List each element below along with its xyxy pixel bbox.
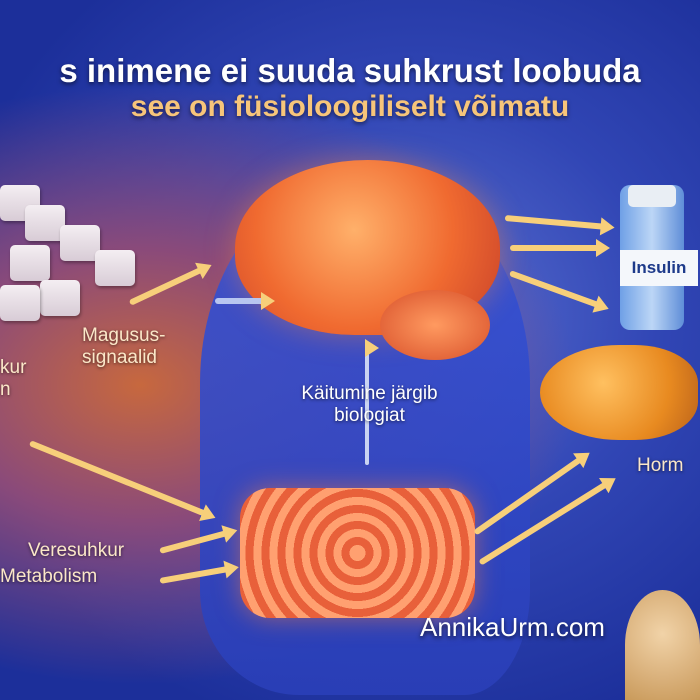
author-photo (625, 590, 700, 700)
sugar-cube (60, 225, 100, 261)
arrow-icon (128, 266, 204, 306)
arrow-icon (28, 440, 208, 517)
page-title: s inimene ei suuda suhkrust loobuda (59, 52, 641, 89)
arrow-icon (215, 292, 275, 310)
website-link[interactable]: AnnikaUrm.com (420, 612, 605, 642)
behavior-label: Käitumine järgib biologiat (262, 383, 477, 427)
left-cut-line2: n (0, 379, 11, 400)
left-cut-label: kur n (0, 357, 26, 401)
vertical-arrow (365, 339, 379, 465)
metabolism-label: Metabolism (0, 566, 98, 587)
arrow-icon (510, 239, 610, 257)
sugar-cube (0, 285, 40, 321)
vial-cap (628, 185, 676, 207)
arrow-icon (504, 215, 605, 230)
behavior-line1: Käitumine järgib (301, 383, 438, 404)
sugar-cube (25, 205, 65, 241)
page-subtitle: see on füsioloogiliselt võimatu (130, 90, 570, 123)
sweet-signals-line2: signaalid (82, 347, 157, 368)
behavior-line2: biologiat (334, 405, 405, 426)
sweet-signals-line1: Magusus- (82, 325, 166, 346)
blood-sugar-label: Veresuhkur (28, 540, 125, 561)
intestine-illustration (240, 488, 475, 618)
sugar-cube (95, 250, 135, 286)
left-cut-line1: kur (0, 357, 27, 378)
arrow-icon (508, 270, 601, 309)
insulin-label: Insulin (620, 250, 698, 286)
pancreas-illustration (540, 345, 698, 440)
sweet-signals-label: Magusus- signaalid (82, 325, 165, 369)
hormones-label: Horm (637, 455, 684, 476)
sugar-cube (10, 245, 50, 281)
sugar-cube (40, 280, 80, 316)
cerebellum-illustration (380, 290, 490, 360)
